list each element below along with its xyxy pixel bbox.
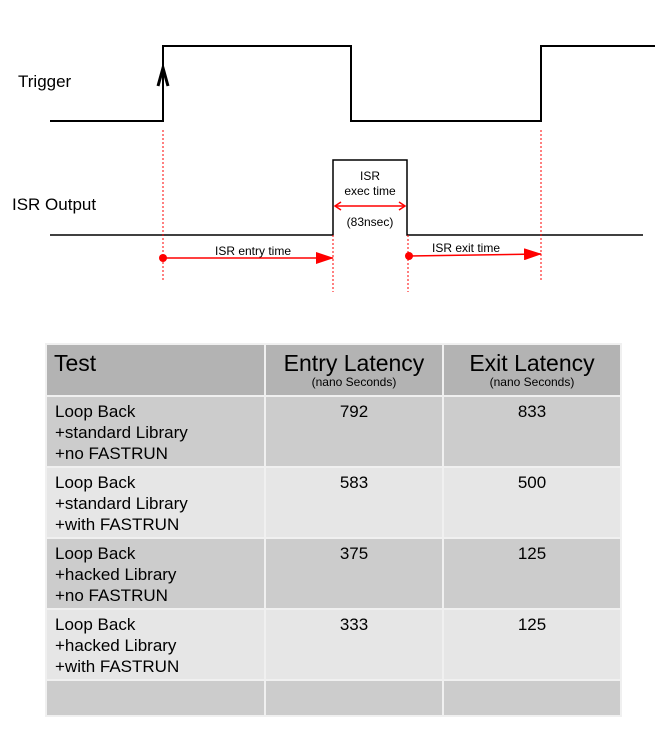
header-exit-unit: (nano Seconds) — [489, 375, 575, 389]
empty-cell — [45, 679, 266, 717]
empty-cell — [442, 679, 622, 717]
test-line: +standard Library — [55, 494, 188, 513]
exit-latency-cell: 125 — [442, 608, 622, 681]
test-line: +with FASTRUN — [55, 515, 180, 534]
test-line: +standard Library — [55, 423, 188, 442]
header-entry-unit: (nano Seconds) — [311, 375, 397, 389]
header-test-title: Test — [54, 350, 97, 376]
test-line: Loop Back — [55, 402, 136, 421]
exit-latency-cell: 500 — [442, 466, 622, 539]
table-row: Loop Back +hacked Library +with FASTRUN … — [45, 608, 622, 681]
pulse-duration-label: (83nsec) — [347, 215, 394, 229]
table-row: Loop Back +standard Library +with FASTRU… — [45, 466, 622, 539]
test-line: +no FASTRUN — [55, 586, 168, 605]
isr-output-waveform — [50, 159, 643, 236]
exec-arrowhead-right-icon — [398, 201, 407, 211]
test-line: +no FASTRUN — [55, 444, 168, 463]
test-line: +hacked Library — [55, 636, 177, 655]
entry-time-label: ISR entry time — [215, 244, 291, 258]
test-cell: Loop Back +hacked Library +with FASTRUN — [45, 608, 266, 681]
table-row: Loop Back +hacked Library +no FASTRUN 37… — [45, 537, 622, 610]
test-line: Loop Back — [55, 544, 136, 563]
trigger-label: Trigger — [18, 72, 72, 91]
table-header-row: Test Entry Latency (nano Seconds) Exit L… — [45, 343, 622, 397]
header-exit-latency: Exit Latency (nano Seconds) — [442, 343, 622, 397]
exit-latency-cell: 833 — [442, 395, 622, 468]
test-line: Loop Back — [55, 473, 136, 492]
header-entry-latency: Entry Latency (nano Seconds) — [264, 343, 444, 397]
pulse-label-exec-time: exec time — [344, 184, 396, 198]
test-line: +with FASTRUN — [55, 657, 180, 676]
latency-table: Test Entry Latency (nano Seconds) Exit L… — [45, 343, 622, 717]
header-test: Test — [45, 343, 266, 397]
entry-latency-cell: 583 — [264, 466, 444, 539]
table-row-empty — [45, 679, 622, 717]
test-line: Loop Back — [55, 615, 136, 634]
test-cell: Loop Back +standard Library +no FASTRUN — [45, 395, 266, 468]
entry-latency-cell: 792 — [264, 395, 444, 468]
exit-time-label: ISR exit time — [432, 241, 500, 255]
exec-arrowhead-left-icon — [333, 201, 342, 211]
isr-output-label: ISR Output — [12, 195, 96, 214]
header-entry-title: Entry Latency — [283, 350, 425, 376]
timing-diagram: Trigger ISR Output ISR exec time (83nsec… — [12, 45, 655, 292]
empty-cell — [264, 679, 444, 717]
rising-edge-arrow-icon — [156, 62, 170, 87]
exit-latency-cell: 125 — [442, 537, 622, 610]
pulse-label-isr: ISR — [360, 169, 380, 183]
entry-latency-cell: 375 — [264, 537, 444, 610]
entry-latency-cell: 333 — [264, 608, 444, 681]
test-cell: Loop Back +standard Library +with FASTRU… — [45, 466, 266, 539]
exit-time-arrow — [408, 248, 542, 261]
header-exit-title: Exit Latency — [469, 350, 595, 376]
trigger-waveform — [50, 45, 655, 122]
test-cell: Loop Back +hacked Library +no FASTRUN — [45, 537, 266, 610]
test-line: +hacked Library — [55, 565, 177, 584]
table-row: Loop Back +standard Library +no FASTRUN … — [45, 395, 622, 468]
